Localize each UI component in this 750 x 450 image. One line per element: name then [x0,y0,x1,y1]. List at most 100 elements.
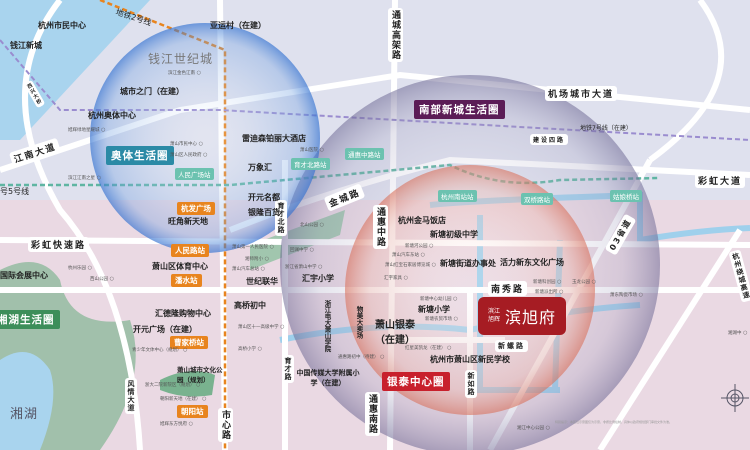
poi-label: 杭州乐园 [68,265,92,271]
landmark: 世纪联华 [246,277,278,286]
station-panshui[interactable]: 潘水站 [171,274,202,287]
road-jichang: 机场城市大道 [545,86,618,101]
landmark: 浙江电大萧山学院 [323,300,331,352]
road-jianshe4: 建设四路 [530,134,569,145]
landmark: 汇德隆购物中心 [155,309,211,318]
poi-label: 旭辉绿地星耀城 [68,127,105,133]
poi-label: 通惠路初中（待建） [338,354,384,360]
landmark: 活力新东文化广场 [500,258,564,267]
landmark: 旺角新天地 [168,217,208,226]
poi-label: 回澜中学 [290,247,314,253]
yintai-circle [345,165,595,415]
poi-label: 萧山区人民政府 [170,152,207,158]
poi-label: 滨江江南之星 [68,175,101,181]
poi-label: 新塘农贸市场 [425,316,458,322]
landmark: 开元名都 [248,193,280,202]
compass-icon [721,384,749,412]
station-tonghuizhonglu[interactable]: 通惠中路站 [345,148,384,160]
landmark: 萧山区体育中心 [152,262,208,271]
metro-line-5-label: 号5号线 [0,187,30,196]
station-chaoyang[interactable]: 朝阳站 [177,405,208,418]
poi-label: 湘江中心公园 [517,425,550,431]
metro-line-2 [99,0,227,450]
landmark: 新塘初级中学 [430,230,478,239]
landmark: 中国传媒大学附属小学（在建） [296,369,360,387]
project-brand: 滨江旭辉 [487,308,500,323]
poi-label: 浙江省萧山中学 [285,264,322,270]
road-tongcheng: 通城高架路 [388,8,403,62]
station-renminlu[interactable]: 人民路站 [171,244,209,257]
station-guniangqiao[interactable]: 姑娘桥站 [610,190,642,202]
poi-label: 萧山医院 [300,147,324,153]
poi-label: 新塘派出所 [535,289,563,295]
road-shixin: 市心路 [218,408,233,442]
yintai-circle-label: 银泰中心圈 [382,372,450,391]
district-qianjiang-century: 钱江世纪城 [148,52,214,66]
poi-label: 湘师附小 [245,256,269,262]
landmark: 杭州市民中心 [38,21,86,30]
road-xinluo: 新螺路 [495,340,528,352]
station-shuangqiaolu[interactable]: 双桥路站 [521,193,553,205]
road-caihong-ks: 彩虹快速路 [28,237,90,252]
poi-label: 萧山汽车东站 [392,252,425,258]
landmark: 萧山银泰（在建） [375,320,415,346]
landmark: 雷迪森铂丽大酒店 [242,134,306,143]
landmark: 杭州市萧山区新民学校 [430,355,510,364]
landmark: 萧山城市文化公园（规划） [177,366,223,384]
metro-line-7-label: 地铁7号线（在建） [580,125,632,132]
road-caihong: 彩虹大道 [695,173,746,188]
poi-label: 萧山第一人民医院 [232,244,274,250]
poi-label: 北山公园 [300,222,324,228]
station-yucaibeilu[interactable]: 育才北路站 [291,158,330,170]
poi-label: 湘湖中 [728,330,747,336]
poi-label: 青少年文体中心（规划） [132,347,187,353]
road-tonghui-s: 通惠南路 [365,392,380,436]
poi-label: 朝阳新天地（在建） [160,396,206,402]
station-renminguangchang[interactable]: 人民广场站 [175,168,214,180]
district-xianghu: 湘湖 [10,407,39,422]
poi-label: 萧东陶瓷市场 [610,292,643,298]
project-marker[interactable]: 滨江旭辉 滨旭府 [478,297,566,335]
landmark: 杭州奥体中心 [88,111,136,120]
poi-label: 西山公园 [90,276,114,282]
poi-label: 萧山市民中心 [170,141,203,147]
nanbu-circle-label: 南部新城生活圈 [414,100,505,119]
landmark: 国际会展中心 [0,271,48,280]
landmark: 高桥初中 [234,301,266,310]
poi-label: 汇宇家具 [384,275,408,281]
poi-label: 玉龙公园 [572,279,596,285]
aoti-circle-label: 奥体生活圈 [106,146,174,165]
poi-label: 浙大二院新院区（规划） [145,382,200,388]
landmark: 钱江新城 [10,41,42,50]
landmark: 亚运村（在建） [210,21,266,30]
landmark: 城市之门（在建） [120,87,184,96]
project-name: 滨旭府 [505,308,557,327]
landmark: 万象汇 [248,163,272,172]
landmark: 银隆百货 [248,208,280,217]
road-xinru: 新如路 [465,370,477,398]
disclaimer: 特别提示：本区位示意图仅为示意，非按比例绘制，具体以政府规划部门审批文件为准。 [555,420,673,424]
poi-label: 高桥小学 [238,346,262,352]
landmark: 开元广场（在建） [133,325,197,334]
station-caojiaqiao[interactable]: 曹家桥站 [170,336,208,349]
station-hangfa[interactable]: 杭发广场 [177,202,215,215]
poi-label: 新塘中心幼儿园 [420,296,457,302]
poi-label: 红星美凯龙（在建） [405,345,451,351]
xianghu-lake [0,352,54,450]
road-fengqing: 风情大道 [125,378,137,414]
road-yucai-n: 育才北路 [275,200,287,236]
xianghu-circle-label: 湘湖生活圈 [0,310,60,329]
landmark: 汇宇小学 [302,274,334,283]
landmark: 新塘街道办事处 [440,259,496,268]
poi-label: 萧山红宝石家居博览城 [385,262,436,268]
road-tonghui-mid: 通惠中路 [373,205,388,249]
station-hangzhounan[interactable]: 杭州南站站 [438,190,477,202]
poi-label: 萧山区十一高级中学 [238,324,284,330]
poi-label: 新塘科创园 [533,279,561,285]
poi-label: 萧山汽车总站 [232,266,265,272]
landmark: 物美大卖场 [355,306,363,339]
road-nanxiu: 南秀路 [488,281,528,296]
poi-label: 滨江金色江南 [168,70,201,76]
landmark: 杭州金马饭店 [398,216,446,225]
road-yucai: 育才路 [282,355,294,383]
